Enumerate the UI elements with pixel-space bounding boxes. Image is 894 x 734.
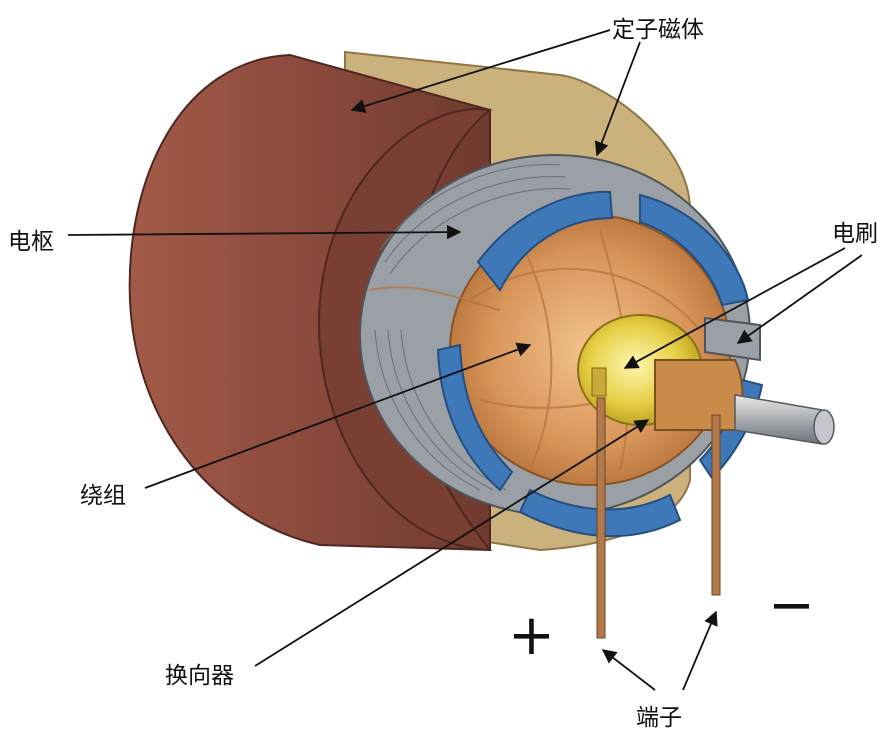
leader-commutator xyxy=(254,419,650,667)
terminal-positive-wire xyxy=(596,397,606,639)
label-stator-magnet: 定子磁体 xyxy=(612,17,704,43)
leader-winding xyxy=(144,342,532,489)
label-armature: 电枢 xyxy=(8,229,54,255)
leader-armature xyxy=(67,224,462,240)
label-commutator: 换向器 xyxy=(165,663,234,689)
label-brush: 电刷 xyxy=(832,221,878,247)
brush-holder xyxy=(704,316,761,362)
shaft-collar xyxy=(654,359,744,431)
leader-stator-1 xyxy=(350,29,611,114)
label-winding: 绕组 xyxy=(80,483,126,509)
leader-terminal-1 xyxy=(601,649,656,691)
leader-terminal-2 xyxy=(682,610,718,691)
commutator-tab xyxy=(591,367,607,397)
label-terminal: 端子 xyxy=(636,705,682,731)
sign-negative: − xyxy=(768,573,815,638)
sign-positive: + xyxy=(508,603,555,668)
leader-brush-2 xyxy=(736,254,863,344)
leader-stator-2 xyxy=(594,41,641,157)
shaft-end xyxy=(813,409,835,445)
terminal-negative-wire xyxy=(711,414,721,596)
leader-brush-1 xyxy=(623,247,846,369)
lamination-lines xyxy=(374,163,571,491)
leader-lines xyxy=(67,29,863,691)
